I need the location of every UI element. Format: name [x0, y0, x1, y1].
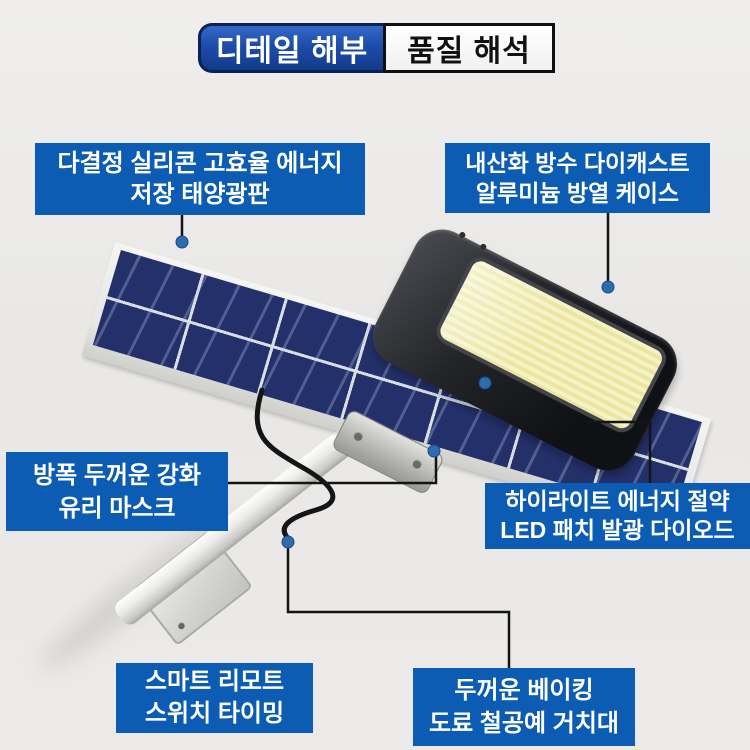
label-aluminum-case: 내산화 방수 다이캐스트 알루미늄 방열 케이스	[445, 143, 710, 213]
lamp-sensor-knob	[479, 242, 488, 251]
label-line: 알루미늄 방열 케이스	[475, 180, 680, 206]
label-glass-mask: 방폭 두꺼운 강화 유리 마스크	[6, 452, 228, 531]
clamp-bolt	[352, 430, 365, 443]
title-badge-detail: 디테일 해부	[198, 23, 383, 73]
label-line: 다결정 실리콘 고효율 에너지	[57, 150, 343, 177]
label-led-diode: 하이라이트 에너지 절약 LED 패치 발광 다이오드	[485, 483, 750, 549]
clamp-bolt	[411, 458, 424, 471]
label-solar-panel: 다결정 실리콘 고효율 에너지 저장 태양광판	[35, 143, 365, 215]
label-line: 두꺼운 베이킹	[454, 677, 594, 704]
label-remote-switch: 스마트 리모트 스위치 타이밍	[116, 663, 313, 733]
label-line: 내산화 방수 다이캐스트	[465, 150, 690, 176]
label-line: 하이라이트 에너지 절약	[505, 488, 730, 514]
lamp-sensor-knob	[458, 230, 467, 240]
label-line: 방폭 두꺼운 강화	[33, 461, 201, 489]
label-line: 도료 철공예 거치대	[429, 710, 619, 737]
label-line: LED 패치 발광 다이오드	[500, 517, 735, 543]
label-line: 유리 마스크	[58, 494, 176, 522]
bracket-screw	[176, 620, 187, 631]
callout-dot-top-left	[175, 235, 189, 249]
label-iron-bracket: 두꺼운 베이킹 도료 철공예 거치대	[413, 668, 635, 746]
label-line: 스위치 타이밍	[144, 700, 285, 727]
title-badge-quality: 품질 해석	[383, 23, 555, 73]
callout-line-bottom-right	[286, 548, 511, 668]
callout-dot-top-right	[601, 280, 615, 294]
label-line: 스마트 리모트	[144, 668, 285, 695]
title-banner: 디테일 해부 품질 해석	[198, 23, 555, 73]
label-line: 저장 태양광판	[130, 181, 270, 208]
callout-dot-bottom-right	[281, 535, 295, 549]
